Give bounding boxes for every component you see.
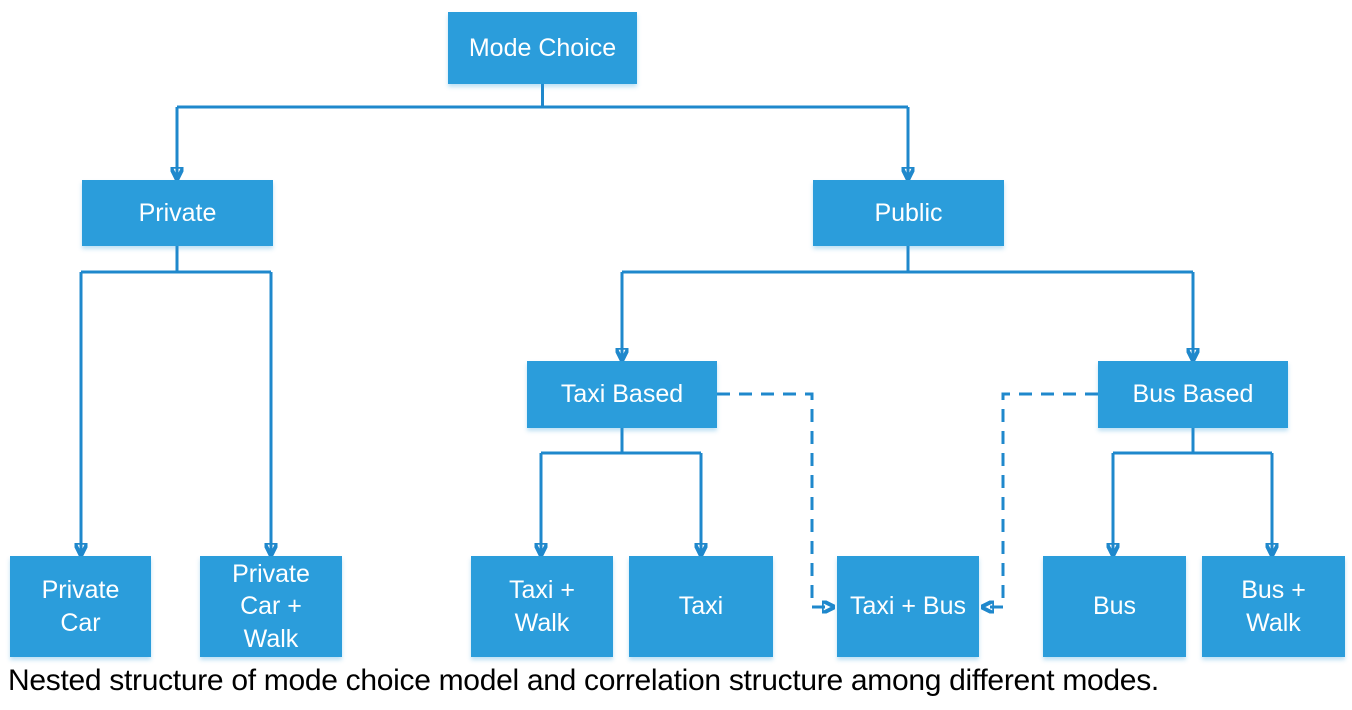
- figure-caption: Nested structure of mode choice model an…: [8, 664, 1159, 697]
- node-label: Public: [874, 198, 943, 227]
- node-bus-based: Bus Based: [1098, 361, 1288, 428]
- node-private: Private: [82, 180, 273, 246]
- node-label: Mode Choice: [468, 33, 617, 62]
- node-label: Taxi + Bus: [849, 592, 967, 621]
- node-taxi-bus: Taxi + Bus: [837, 556, 979, 657]
- node-label: Taxi Based: [560, 380, 684, 409]
- tree-branch-lines: [81, 84, 1272, 455]
- node-label: Private Car: [41, 576, 120, 637]
- node-taxi-walk: Taxi + Walk: [471, 556, 613, 657]
- node-bus-walk: Bus + Walk: [1202, 556, 1345, 657]
- node-taxi-based: Taxi Based: [527, 361, 717, 428]
- node-label: Taxi: [678, 592, 724, 621]
- node-private-car: Private Car: [10, 556, 151, 657]
- node-label: Private: [138, 198, 217, 227]
- node-taxi: Taxi: [629, 556, 773, 657]
- correlation-taxi-based-to-taxi-bus: [717, 392, 835, 607]
- node-public: Public: [813, 180, 1004, 246]
- node-bus: Bus: [1043, 556, 1186, 657]
- node-label: Bus + Walk: [1241, 576, 1306, 637]
- node-label: Taxi + Walk: [508, 576, 575, 637]
- node-label: Bus: [1092, 592, 1137, 621]
- node-private-car-walk: Private Car + Walk: [200, 556, 342, 657]
- node-label: Bus Based: [1132, 380, 1254, 409]
- node-mode-choice: Mode Choice: [448, 12, 637, 84]
- node-label: Private Car + Walk: [232, 559, 310, 653]
- correlation-bus-based-to-taxi-bus: [981, 392, 1098, 607]
